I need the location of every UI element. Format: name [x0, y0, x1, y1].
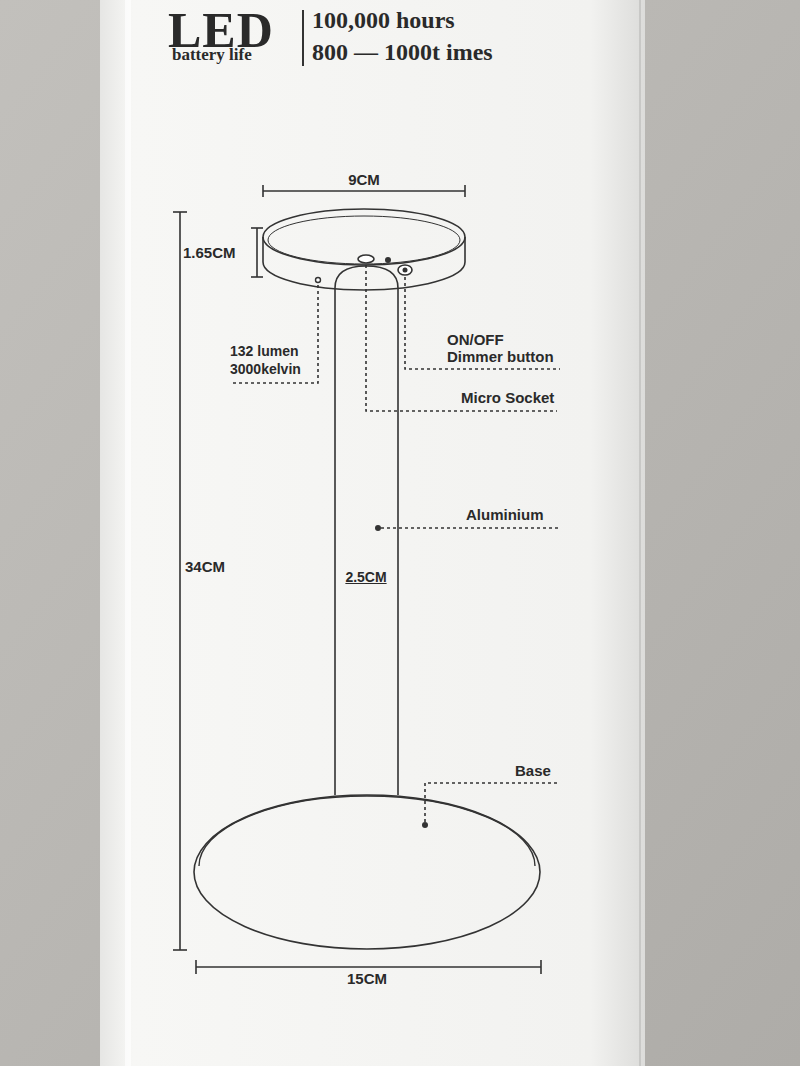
part-label: ON/OFF Dimmer button — [447, 331, 558, 365]
leader-dot — [375, 525, 381, 531]
box-face — [100, 0, 645, 1066]
header-note: battery life — [172, 45, 252, 65]
box-edge — [639, 0, 641, 1066]
spec-label: 132 lumen — [230, 343, 298, 359]
lamp-base — [194, 795, 540, 949]
socket-leader — [366, 265, 557, 411]
dimension-label: 9CM — [348, 171, 380, 188]
leader-dot — [422, 822, 428, 828]
part-label: Base — [515, 762, 551, 779]
dimension-label: 1.65CM — [183, 244, 236, 261]
base-leader — [425, 783, 557, 822]
box-fold — [125, 0, 131, 1066]
part-label: Micro Socket — [461, 389, 554, 406]
header-separator — [302, 10, 304, 66]
lumen-leader — [230, 285, 318, 383]
header-value: 100,000 hours — [312, 6, 455, 34]
total-height-dimension — [173, 212, 187, 950]
dimension-label: 2.5CM — [345, 569, 386, 585]
part-label: Aluminium — [466, 506, 544, 523]
dimension-label: 34CM — [185, 558, 225, 575]
button-leader — [405, 277, 560, 369]
spec-label: 3000kelvin — [230, 361, 301, 377]
height-dimension — [251, 228, 263, 277]
lamp-head — [263, 209, 465, 290]
material-leader — [381, 527, 560, 529]
dimension-label: 15CM — [347, 970, 387, 987]
header-value: 800 — 1000t imes — [312, 38, 493, 66]
head-controls — [316, 255, 413, 283]
